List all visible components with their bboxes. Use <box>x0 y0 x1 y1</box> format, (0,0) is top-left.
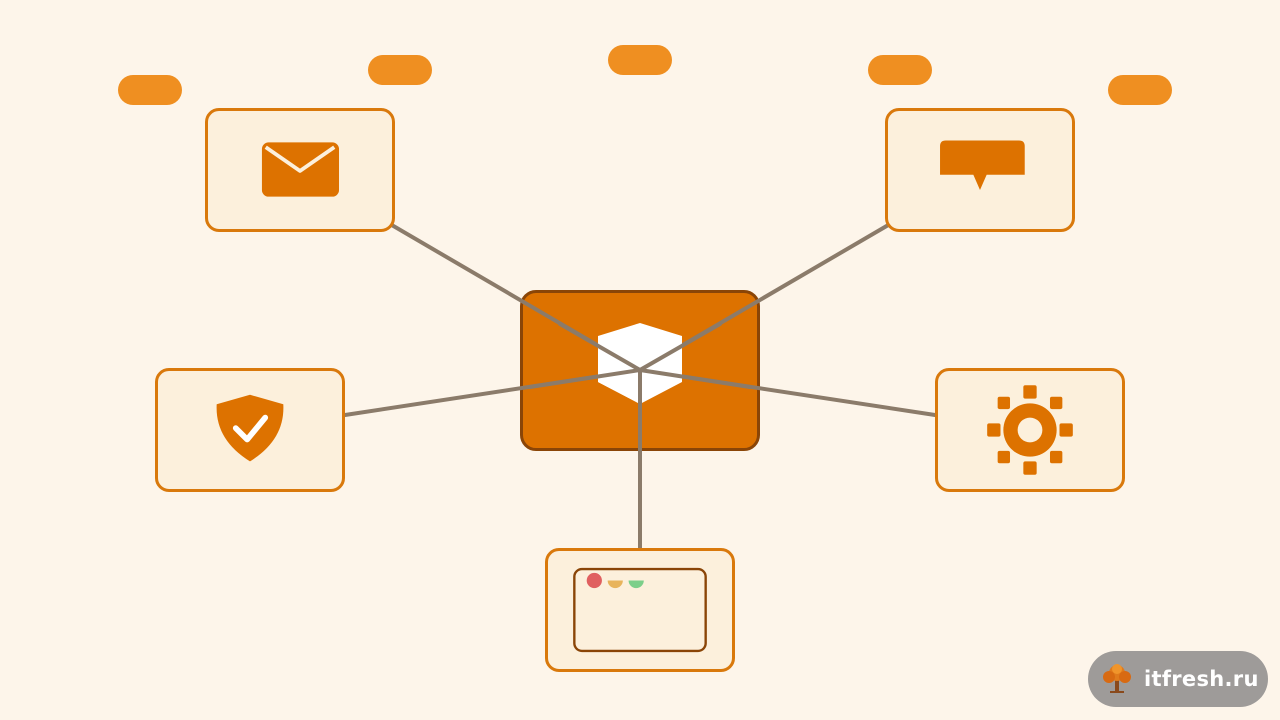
speech-bubble-icon <box>940 140 1025 190</box>
window-dot-green <box>628 580 644 589</box>
envelope-icon <box>261 142 340 197</box>
node-settings <box>935 368 1125 492</box>
decor-pill-3 <box>608 45 672 75</box>
decor-pill-2 <box>368 55 432 85</box>
tree-logo-icon <box>1103 664 1131 693</box>
watermark-text: itfresh.ru <box>1144 667 1259 691</box>
watermark-badge: itfresh.ru <box>1088 651 1268 707</box>
gear-icon <box>987 385 1073 475</box>
node-mail <box>205 108 395 232</box>
window-dot-yellow <box>607 580 623 589</box>
decor-pill-4 <box>868 55 932 85</box>
decor-pill-5 <box>1108 75 1172 105</box>
decor-pill-1 <box>118 75 182 105</box>
shield-check-icon <box>216 394 284 462</box>
node-chat <box>885 108 1075 232</box>
node-window <box>545 548 735 672</box>
window-dot-red <box>586 572 602 589</box>
app-window-icon <box>573 567 707 653</box>
node-security <box>155 368 345 492</box>
